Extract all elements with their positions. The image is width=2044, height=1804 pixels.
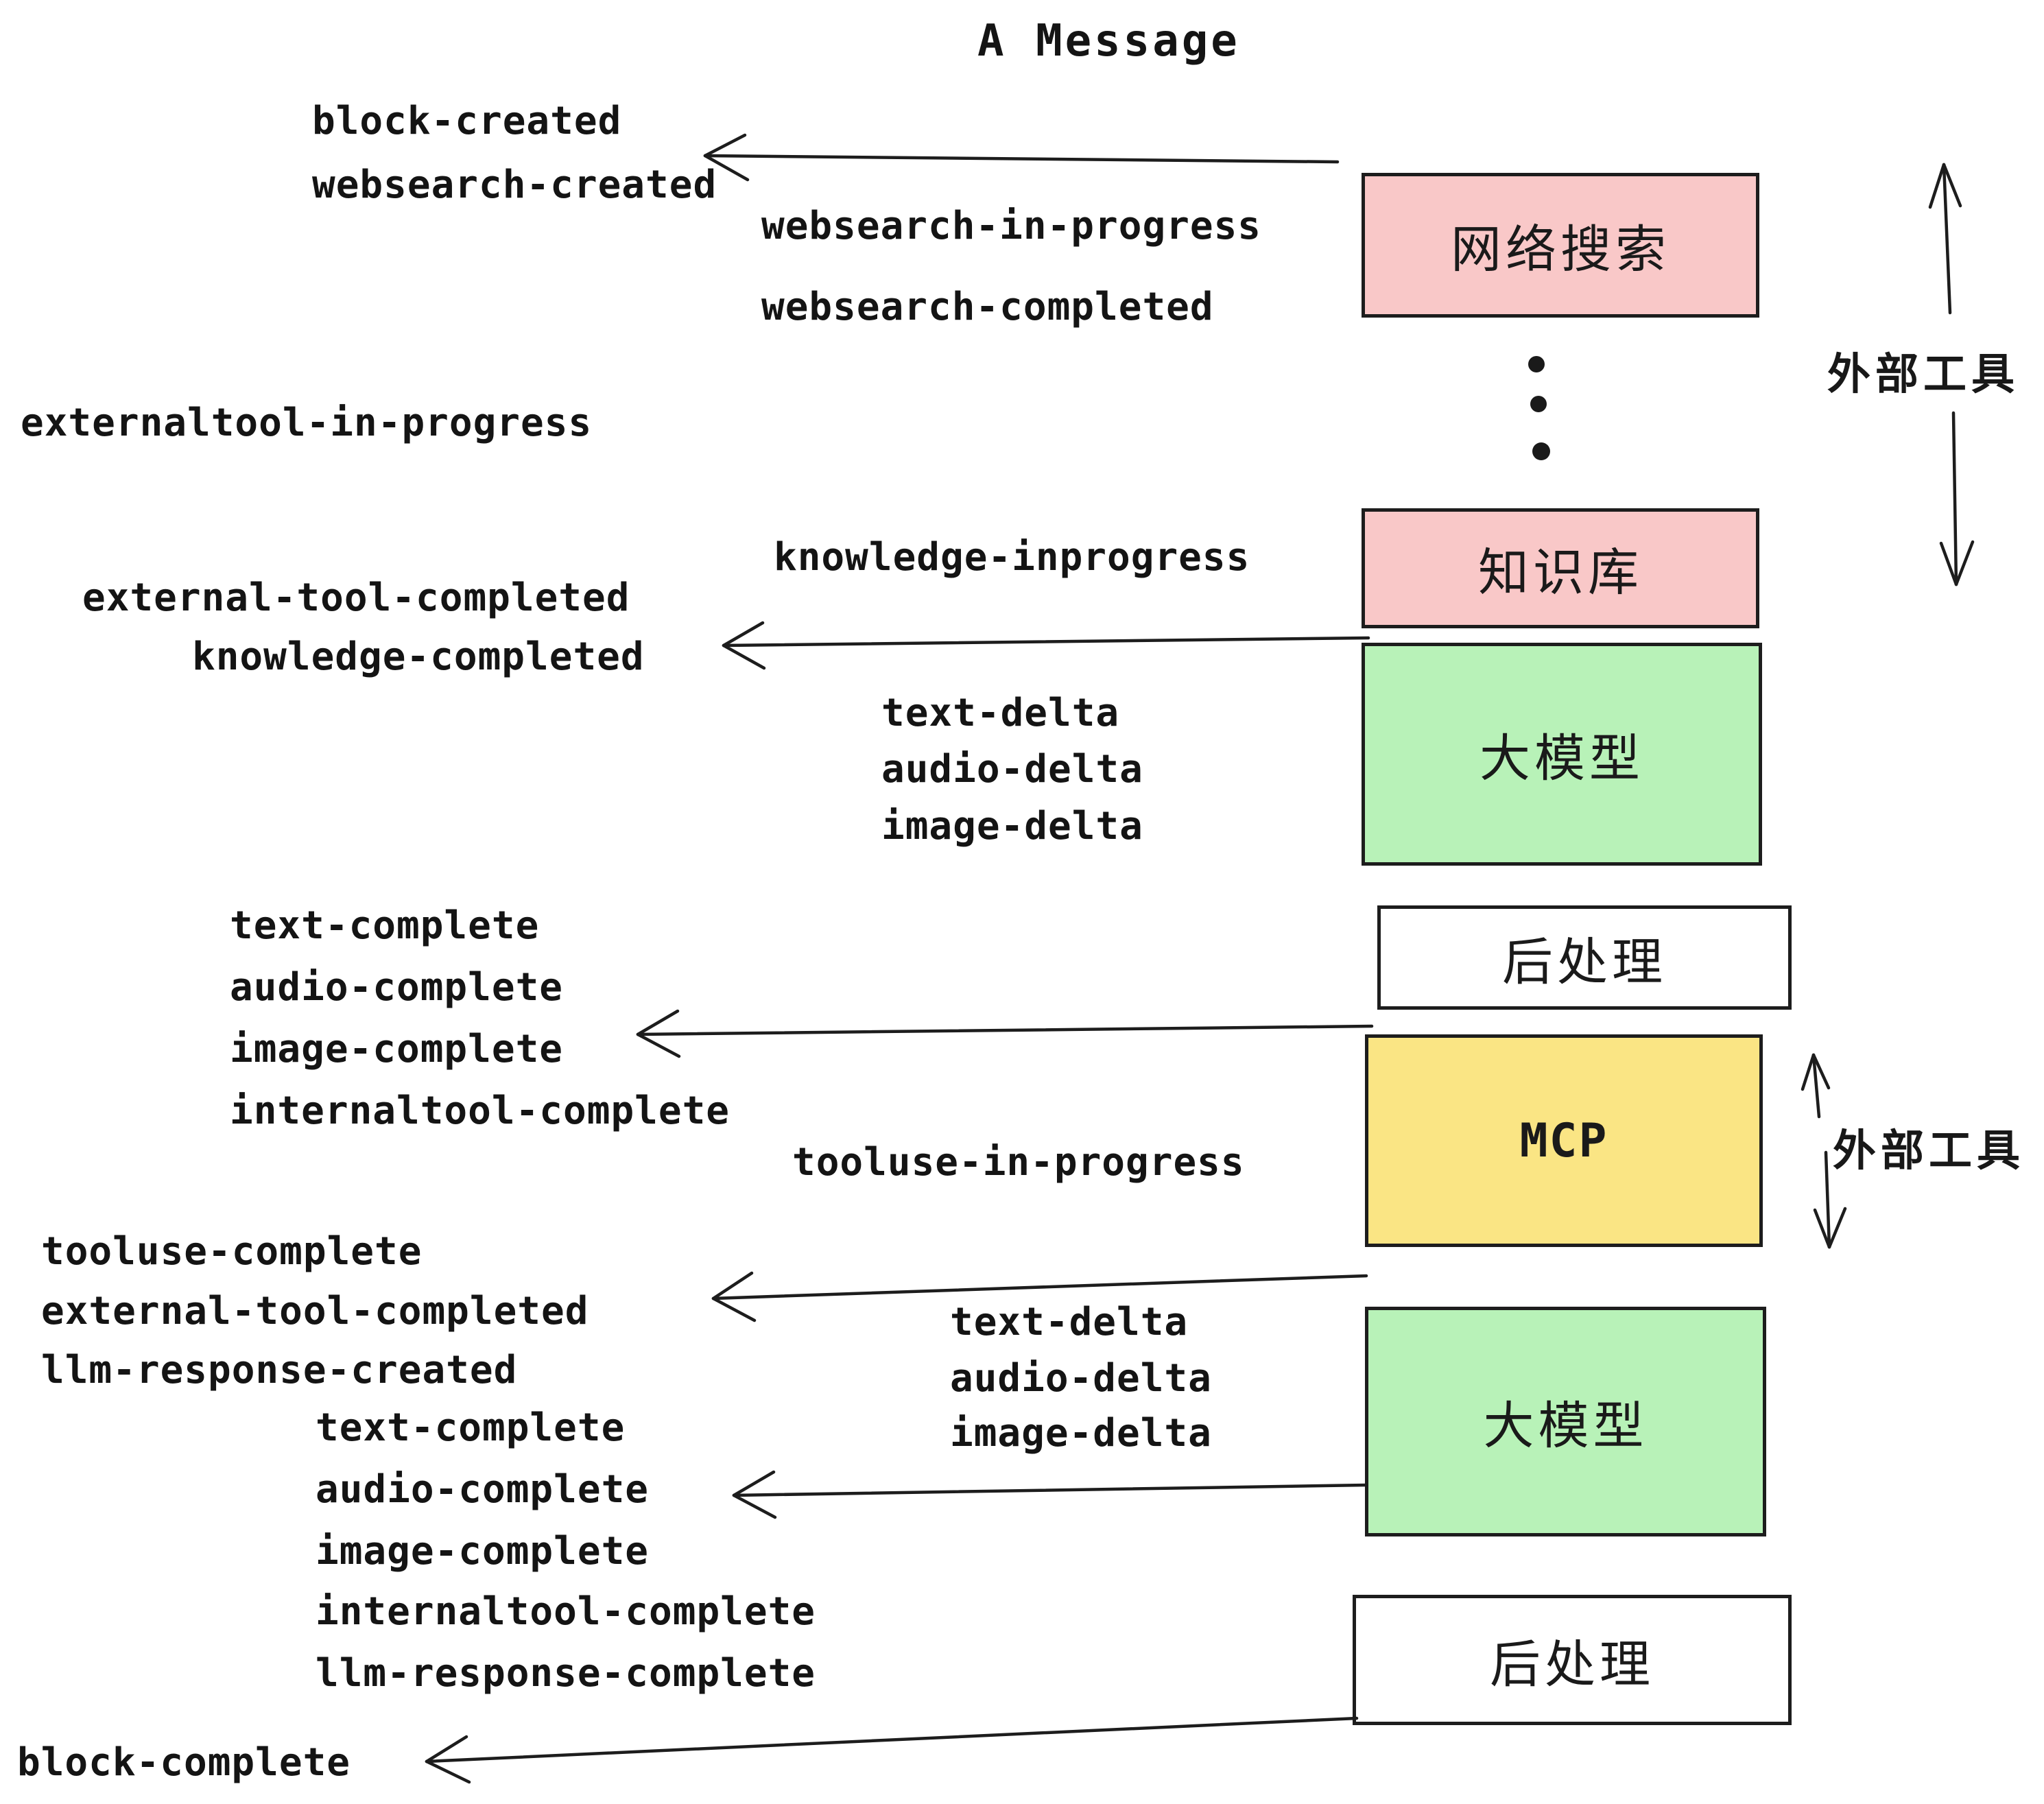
event-label-text-complete-2: text-complete bbox=[316, 1405, 626, 1450]
event-label-internaltool-complete-2: internaltool-complete bbox=[316, 1589, 816, 1634]
event-label-image-complete-2: image-complete bbox=[316, 1529, 650, 1574]
box-postprocess-1: 后处理 bbox=[1377, 905, 1792, 1010]
ellipsis-dots-icon bbox=[1528, 356, 1550, 460]
arrow-to-tooluse-complete-icon bbox=[711, 1271, 1368, 1322]
event-label-websearch-in-progress: websearch-in-progress bbox=[761, 204, 1262, 248]
event-label-image-complete: image-complete bbox=[230, 1027, 564, 1071]
event-label-block-created: block-created bbox=[312, 99, 622, 143]
event-label-audio-delta: audio-delta bbox=[881, 747, 1143, 792]
event-label-audio-complete-2: audio-complete bbox=[316, 1467, 650, 1512]
box-websearch: 网络搜索 bbox=[1362, 173, 1759, 318]
box-postprocess-2: 后处理 bbox=[1353, 1595, 1792, 1725]
arrow-to-block-complete-icon bbox=[425, 1716, 1359, 1784]
event-label-websearch-completed: websearch-completed bbox=[761, 285, 1214, 329]
event-label-llm-response-created: llm-response-created bbox=[41, 1348, 518, 1392]
arrow-to-block-created-icon bbox=[703, 133, 1340, 182]
event-label-block-complete: block-complete bbox=[17, 1740, 351, 1785]
event-label-text-delta-2: text-delta bbox=[950, 1300, 1189, 1344]
event-label-text-delta: text-delta bbox=[881, 691, 1120, 735]
event-label-llm-response-complete: llm-response-complete bbox=[316, 1651, 816, 1696]
box-llm-2: 大模型 bbox=[1365, 1307, 1766, 1536]
external-tools-label-top: 外部工具 bbox=[1827, 351, 2019, 399]
arrow-to-image-complete-icon bbox=[636, 1009, 1374, 1058]
arrow-to-knowledge-completed-icon bbox=[722, 621, 1370, 670]
event-label-websearch-created: websearch-created bbox=[312, 163, 717, 207]
event-label-text-complete: text-complete bbox=[230, 903, 540, 948]
event-label-knowledge-inprogress: knowledge-inprogress bbox=[774, 535, 1250, 580]
box-knowledge-base: 知识库 bbox=[1362, 508, 1759, 628]
event-label-externaltool-in-progress: externaltool-in-progress bbox=[21, 401, 593, 445]
event-label-tooluse-complete: tooluse-complete bbox=[41, 1229, 423, 1274]
event-label-internaltool-complete: internaltool-complete bbox=[230, 1089, 730, 1133]
event-label-image-delta-2: image-delta bbox=[950, 1411, 1212, 1456]
diagram-title: A Message bbox=[977, 16, 1240, 67]
external-tools-up-arrow-icon bbox=[1928, 163, 1962, 315]
event-label-knowledge-completed: knowledge-completed bbox=[192, 634, 645, 679]
event-label-external-tool-completed-2: external-tool-completed bbox=[41, 1289, 589, 1333]
box-mcp: MCP bbox=[1365, 1034, 1763, 1247]
event-label-tooluse-in-progress: tooluse-in-progress bbox=[792, 1140, 1245, 1185]
event-label-image-delta: image-delta bbox=[881, 804, 1143, 848]
mcp-external-tools-down-arrow-icon bbox=[1813, 1150, 1847, 1249]
arrow-to-audio-complete-icon bbox=[732, 1470, 1368, 1519]
mcp-external-tools-up-arrow-icon bbox=[1801, 1053, 1831, 1119]
box-llm-1: 大模型 bbox=[1362, 643, 1762, 866]
external-tools-label-mcp: 外部工具 bbox=[1833, 1127, 2025, 1175]
event-label-audio-delta-2: audio-delta bbox=[950, 1356, 1212, 1401]
event-label-audio-complete: audio-complete bbox=[230, 965, 564, 1010]
external-tools-down-arrow-icon bbox=[1939, 411, 1975, 586]
event-label-external-tool-completed: external-tool-completed bbox=[82, 575, 630, 620]
